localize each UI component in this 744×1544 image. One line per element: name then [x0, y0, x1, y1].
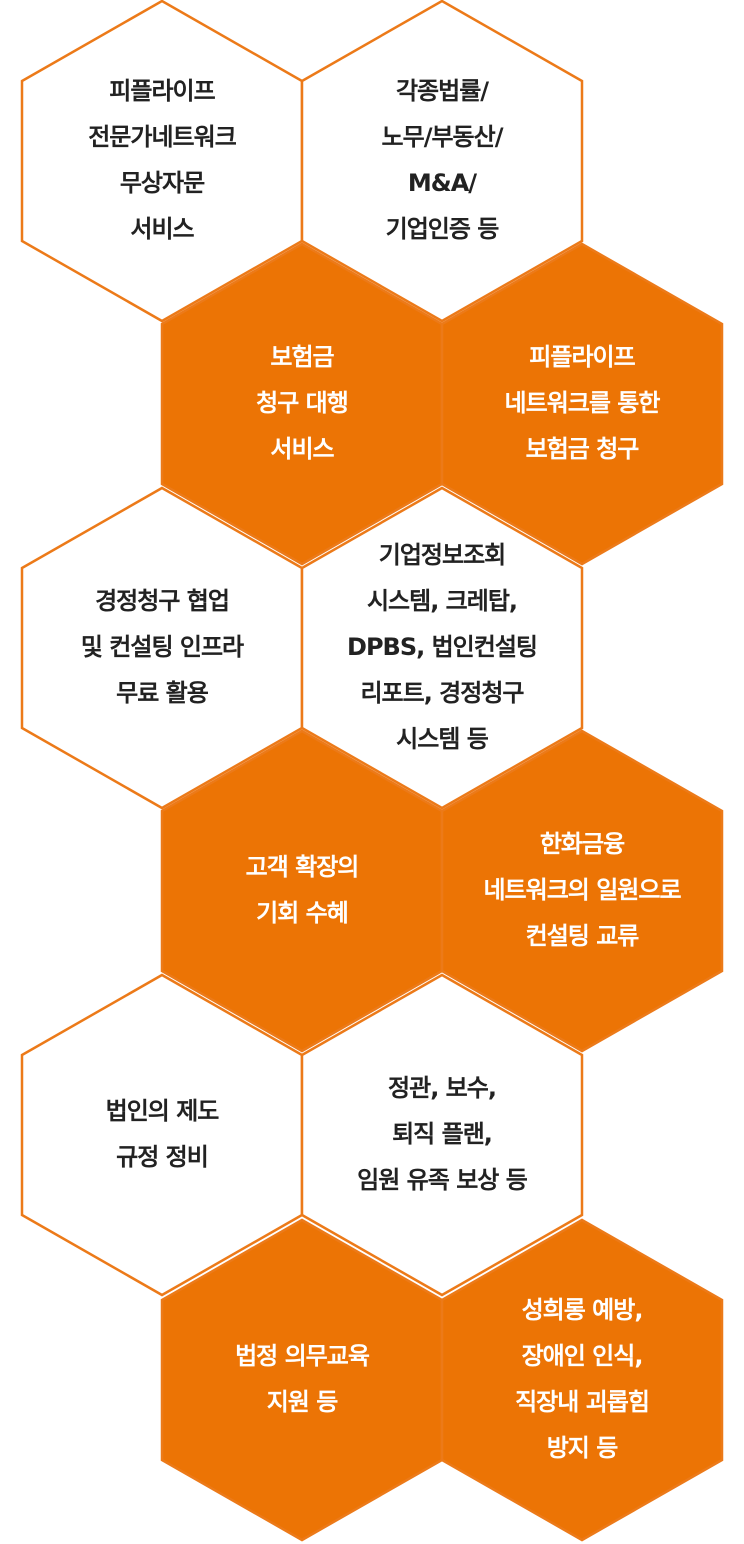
hexagon-shape [300, 973, 584, 1297]
hexagon-label-line: 각종법률/ [396, 77, 489, 105]
hexagon-shape [300, 486, 584, 810]
hexagon-label-line: 법인의 제도 [106, 1097, 220, 1125]
hexagon-label-line: 임원 유족 보상 등 [357, 1166, 528, 1194]
hexagon-label-line: 전문가네트워크 [88, 123, 236, 151]
hexagon-label-line: 직장내 괴롭힘 [515, 1388, 649, 1416]
hexagon-label-line: 시스템 등 [396, 725, 489, 753]
hexagon-label-line: 기업정보조회 [379, 541, 505, 569]
hexagon-shape [300, 0, 584, 323]
hexagon-label-line: 법정 의무교육 [235, 1342, 370, 1370]
hexagon-label-line: 보험금 청구 [526, 435, 640, 463]
hexagon-label-line: 한화금융 [540, 830, 625, 858]
hexagon-label-line: 방지 등 [547, 1434, 619, 1462]
hexagon-label-line: 청구 대행 [256, 389, 348, 417]
hexagon-label-line: 네트워크의 일원으로 [483, 876, 681, 904]
hexagon-label-line: 장애인 인식, [522, 1342, 643, 1370]
hexagon-label-line: 서비스 [130, 215, 194, 243]
hexagon-label-line: 무료 활용 [116, 679, 209, 707]
hexagon-label-line: 기업인증 등 [386, 215, 500, 243]
hexagon-label-line: DPBS, 법인컨설팅 [347, 633, 537, 661]
hexagon-executive-compensation: 정관, 보수, 퇴직 플랜, 임원 유족 보상 등 [300, 973, 584, 1297]
hexagon-label-line: 기회 수혜 [256, 899, 348, 927]
hexagon-legal-services: 각종법률/노무/부동산/M&A/기업인증 등 [300, 0, 584, 323]
hexagon-label-line: 경정청구 협업 [95, 587, 229, 615]
hexagon-label-line: 서비스 [270, 435, 334, 463]
hexagon-label-line: 노무/부동산/ [382, 123, 504, 151]
hexagon-label-line: 컨설팅 교류 [526, 922, 640, 950]
hexagon-label-line: 퇴직 플랜, [392, 1120, 492, 1148]
hexagon-label-line: M&A/ [408, 169, 477, 197]
hexagon-label-line: 피플라이프 [109, 77, 215, 105]
hexagon-shape [440, 729, 724, 1053]
hexagon-label-line: 리포트, 경정청구 [360, 679, 524, 707]
hexagon-label-line: 네트워크를 통한 [505, 389, 661, 417]
hexagon-shape [440, 1218, 724, 1542]
hexagon-shape [440, 242, 724, 566]
hexagon-label-line: 성희롱 예방, [522, 1296, 643, 1324]
hexagon-label-line: 보험금 [270, 343, 334, 371]
hexagon-label-line: 무상자문 [120, 169, 205, 197]
hexagon-label-line: 지원 등 [267, 1388, 339, 1416]
hexagon-label-line: 피플라이프 [529, 343, 635, 371]
hexagon-label-line: 시스템, 크레탑, [367, 587, 517, 615]
hexagon-label-line: 및 컨설팅 인프라 [81, 633, 244, 661]
hexagon-label-line: 정관, 보수, [388, 1074, 496, 1102]
hexagon-label-line: 고객 확장의 [246, 853, 359, 881]
hexagon-label-line: 규정 정비 [116, 1143, 208, 1171]
